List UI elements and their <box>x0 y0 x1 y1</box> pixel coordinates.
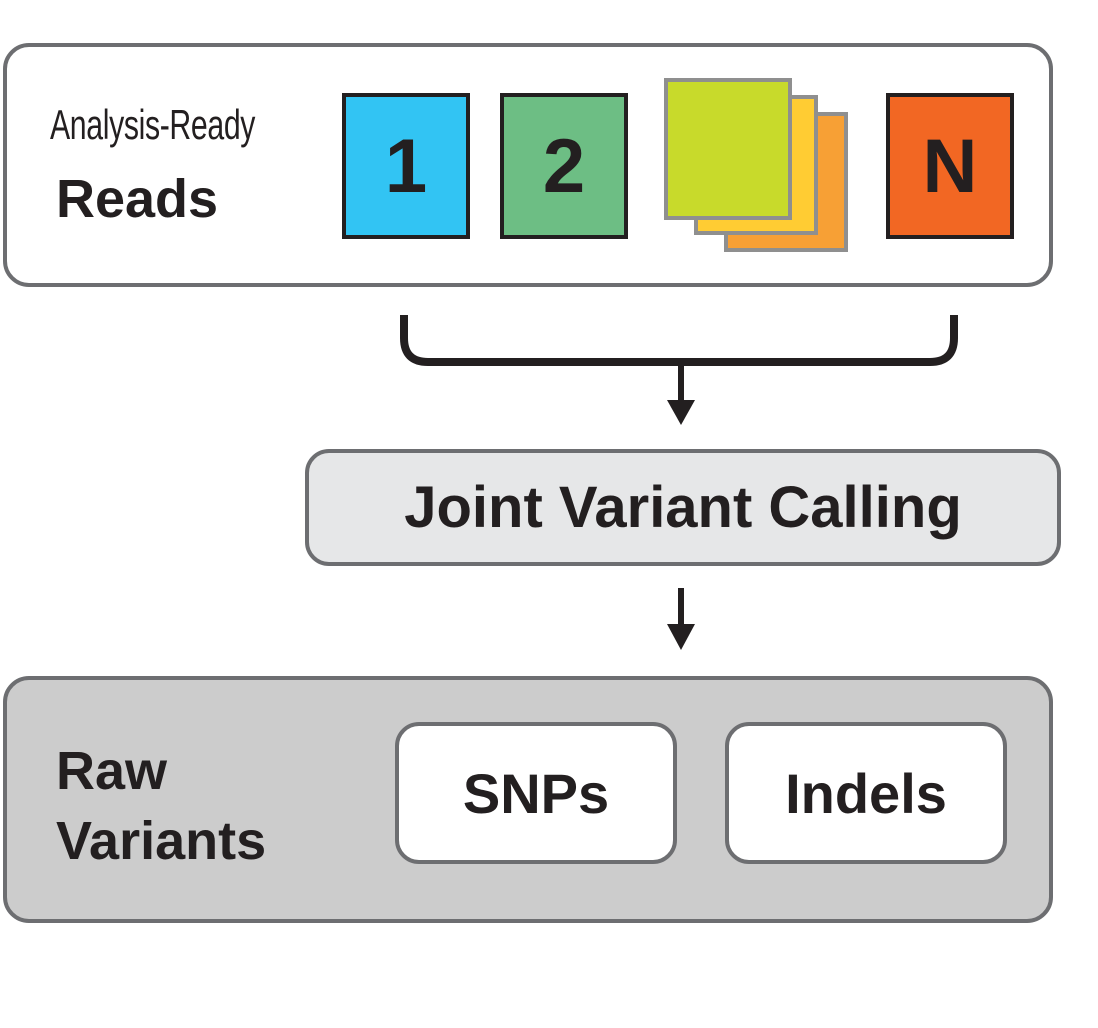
output-label-line1: Raw <box>56 741 168 801</box>
input-label-line2: Reads <box>56 169 219 229</box>
process-box: Joint Variant Calling <box>305 449 1061 566</box>
indels-box: Indels <box>725 722 1007 864</box>
output-label-line2: Variants <box>56 811 267 871</box>
arrow-to-output-head <box>667 624 695 650</box>
sample-stack-front-sheet <box>664 78 792 220</box>
sample-1-box: 1 <box>342 93 470 239</box>
merge-bracket <box>400 315 958 366</box>
output-label: Raw Variants <box>56 736 266 876</box>
snps-box: SNPs <box>395 722 677 864</box>
sample-2-box: 2 <box>500 93 628 239</box>
sample-n-box: N <box>886 93 1014 239</box>
input-label-line1: Analysis-Ready <box>50 101 256 148</box>
arrow-to-process-head <box>667 400 695 425</box>
